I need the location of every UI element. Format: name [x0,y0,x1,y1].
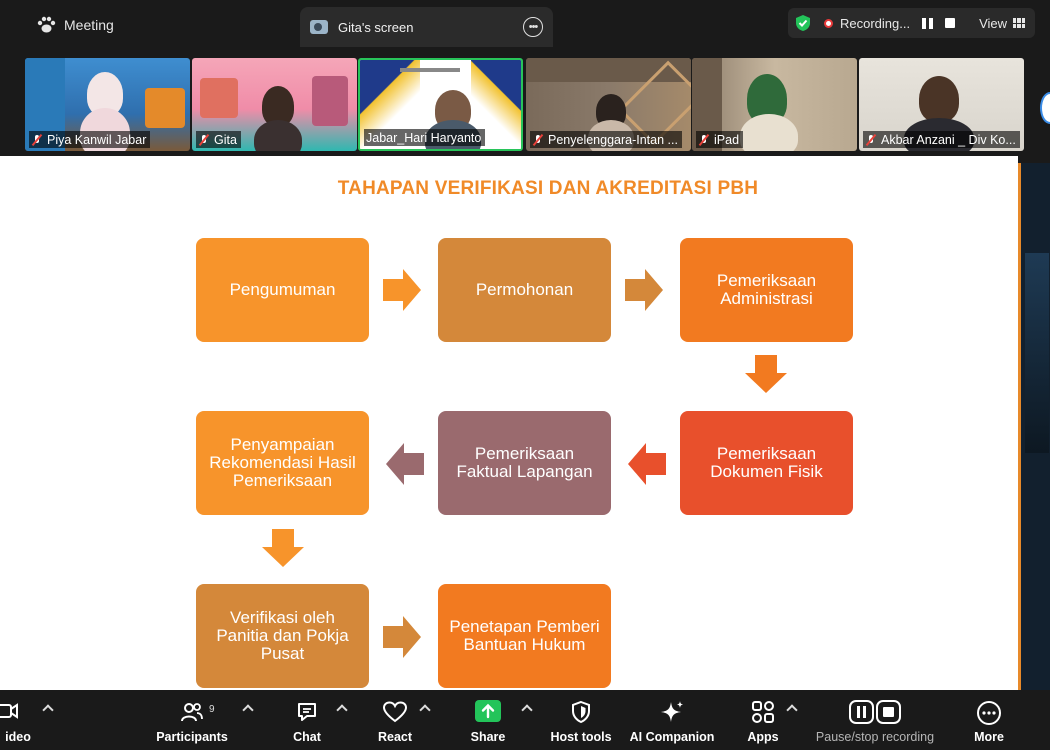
share-options-caret-icon[interactable] [521,704,533,716]
participant-name: Jabar_Hari Haryanto [366,130,482,145]
step-penyampaian-rekomendasi: Penyampaian Rekomendasi Hasil Pemeriksaa… [196,411,369,515]
mic-muted-icon [31,134,43,146]
mic-muted-icon [532,134,544,146]
sparkle-icon [661,701,683,722]
participant-tile[interactable]: Gita [192,58,357,151]
slide-side-image [1018,163,1050,690]
step-pengumuman: Pengumuman [196,238,369,342]
participants-options-caret-icon[interactable] [242,704,254,716]
shared-slide: TAHAPAN VERIFIKASI DAN AKREDITASI PBH Pe… [0,156,1018,690]
step-pemeriksaan-administrasi: Pemeriksaan Administrasi [680,238,853,342]
participant-tile-active[interactable]: Jabar_Hari Haryanto [358,58,523,151]
more-button[interactable]: More [966,690,1012,750]
chat-options-caret-icon[interactable] [336,704,348,716]
participant-name-label: Akbar Anzani _ Div Ko... [863,131,1020,148]
share-button-label: Share [470,730,506,744]
participant-tile[interactable]: Penyelenggara-Intan ... [526,58,691,151]
view-button[interactable]: View [979,15,1026,31]
host-tools-button[interactable]: Host tools [549,690,613,750]
step-permohonan: Permohonan [438,238,611,342]
apps-grid-icon [752,701,774,723]
shared-screen-tab[interactable]: Gita's screen ••• [300,7,553,47]
recording-status-bar: Recording... View [788,8,1035,38]
arrow-down-icon [745,355,787,393]
participant-name-label: Gita [196,131,241,148]
pause-recording-icon[interactable] [922,17,934,29]
ai-companion-button-label: AI Companion [629,730,715,744]
pause-stop-recording-label: Pause/stop recording [815,730,935,744]
step-pemeriksaan-faktual-lapangan: Pemeriksaan Faktual Lapangan [438,411,611,515]
react-options-caret-icon[interactable] [419,704,431,716]
mic-muted-icon [865,134,877,146]
title-bar: Meeting Gita's screen ••• Recording... V… [0,0,1050,48]
mic-muted-icon [198,134,210,146]
mic-muted-icon [698,134,710,146]
screen-thumbnail-icon [310,20,328,34]
participant-video-strip: Piya Kanwil Jabar Gita Jabar_Hari Haryan… [0,48,1050,156]
participant-name: Akbar Anzani _ Div Ko... [881,132,1016,147]
apps-button[interactable]: Apps [741,690,785,750]
ai-companion-button[interactable]: AI Companion [627,690,717,750]
chat-button-label: Chat [293,730,321,744]
apps-options-caret-icon[interactable] [786,704,798,716]
participant-tile[interactable]: Piya Kanwil Jabar [25,58,190,151]
pause-stop-recording-button[interactable]: Pause/stop recording [810,690,940,750]
recording-dot-icon [824,18,833,28]
participant-name-label: Jabar_Hari Haryanto [364,129,486,146]
react-button-label: React [377,730,413,744]
participant-name-label: iPad [696,131,744,148]
meeting-tab-label: Meeting [64,17,114,33]
chat-button[interactable]: Chat [287,690,327,750]
participant-tile[interactable]: Akbar Anzani _ Div Ko... [859,58,1024,151]
arrow-left-icon [386,443,424,485]
arrow-right-icon [625,269,663,311]
step-penetapan-pbh: Penetapan Pemberi Bantuan Hukum [438,584,611,688]
participants-button-label: Participants [156,730,228,744]
shared-screen-tab-label: Gita's screen [338,19,414,35]
arrow-left-icon [628,443,666,485]
stop-recording-icon[interactable] [945,18,956,28]
participant-name-label: Penyelenggara-Intan ... [530,131,682,148]
recording-label: Recording... [840,15,911,31]
video-button[interactable]: ideo [0,690,38,750]
more-options-icon[interactable]: ••• [523,17,543,37]
view-button-label: View [979,15,1008,31]
strip-scroll-handle[interactable] [1040,92,1050,124]
share-button[interactable]: Share [466,690,510,750]
more-button-label: More [974,730,1004,744]
heart-icon [382,701,408,723]
slide-title: TAHAPAN VERIFIKASI DAN AKREDITASI PBH [337,178,759,199]
react-button[interactable]: React [375,690,415,750]
participants-icon [181,703,203,722]
share-screen-icon [475,700,501,722]
participant-name: Piya Kanwil Jabar [47,132,147,147]
arrow-down-icon [262,529,304,567]
participant-name: Penyelenggara-Intan ... [548,132,678,147]
pause-stop-recording-icon [849,700,901,724]
participant-name: iPad [714,132,740,147]
shield-icon [572,700,590,724]
host-tools-button-label: Host tools [550,730,612,744]
participants-button[interactable]: 9 Participants [152,690,232,750]
step-verifikasi-panitia: Verifikasi oleh Panitia dan Pokja Pusat [196,584,369,688]
arrow-right-icon [383,616,421,658]
participants-count: 9 [209,704,215,715]
more-dots-icon [977,701,1001,725]
participant-name: Gita [214,132,237,147]
grid-view-icon [1013,18,1026,28]
arrow-right-icon [383,269,421,311]
video-camera-icon [0,703,18,719]
participant-name-label: Piya Kanwil Jabar [29,131,151,148]
video-options-caret-icon[interactable] [42,704,54,716]
apps-button-label: Apps [747,730,779,744]
paw-icon [37,16,56,33]
meeting-toolbar: ideo 9 Participants Chat React [0,690,1050,750]
participant-tile[interactable]: iPad [692,58,857,151]
meeting-tab[interactable]: Meeting [36,12,114,38]
step-pemeriksaan-dokumen-fisik: Pemeriksaan Dokumen Fisik [680,411,853,515]
chat-bubble-icon [298,703,316,721]
security-shield-icon[interactable] [794,14,812,32]
video-button-label: ideo [5,730,31,744]
